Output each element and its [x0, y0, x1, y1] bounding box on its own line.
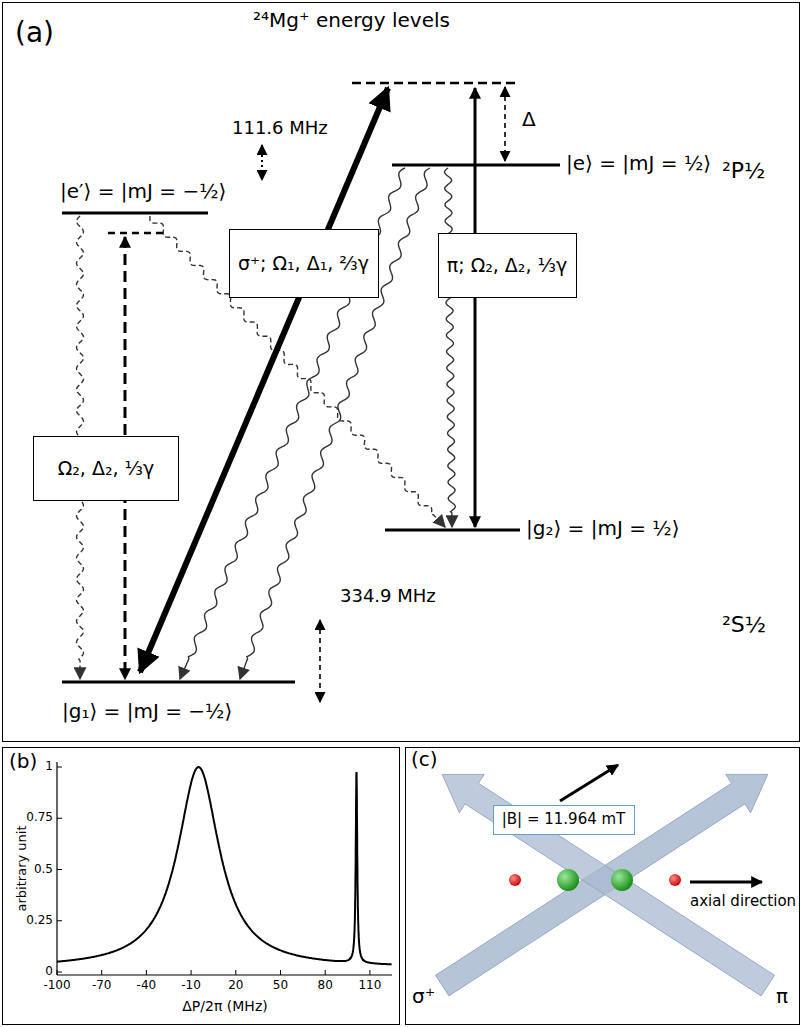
manifold-label: ²P½ [722, 158, 765, 183]
x-tick [325, 970, 326, 975]
x-tick [101, 970, 102, 975]
tick-label: -10 [181, 979, 201, 993]
panel-letter: (a) [15, 17, 54, 49]
x-tick [146, 970, 147, 975]
y-tick [57, 818, 62, 819]
beam-label: σ⁺ [412, 985, 435, 1008]
x-tick [235, 970, 236, 975]
level-label: |e′⟩ = |mJ = −½⟩ [60, 180, 226, 203]
y-tick [57, 767, 62, 768]
panel-title: ²⁴Mg⁺ energy levels [253, 9, 450, 32]
virtual-level [352, 82, 518, 85]
pi-transition [474, 88, 477, 527]
label-box: |B| = 11.964 mT [493, 805, 635, 835]
level-line [62, 212, 208, 215]
tick-label: 0.25 [26, 914, 53, 928]
box-text: Ω₂, Δ₂, ⅓γ [58, 458, 155, 480]
virtual-level [108, 232, 165, 235]
label-box: σ⁺; Ω₁, Δ₁, ⅔γ [229, 229, 379, 298]
panel-letter: (c) [411, 748, 438, 771]
tick-label: -100 [43, 979, 70, 993]
ion-red [669, 874, 681, 886]
label-box: Ω₂, Δ₂, ⅓γ [33, 436, 179, 501]
box-text: |B| = 11.964 mT [502, 811, 626, 828]
tick-label: 0.5 [34, 863, 53, 877]
tick-label: -70 [92, 979, 112, 993]
sigma-transition [140, 88, 388, 672]
laser-beams [436, 774, 775, 995]
ion-green [557, 869, 579, 891]
y-tick [57, 920, 62, 921]
tick-label: -40 [137, 979, 157, 993]
panel-frame: (c) |B| = 11.964 mT [405, 747, 800, 1025]
tick-label: 0 [45, 965, 53, 979]
x-axis [57, 974, 392, 975]
field-arrow [560, 765, 618, 801]
detuning-arrow [504, 87, 506, 161]
splitting-label: 334.9 MHz [340, 586, 436, 607]
x-tick [191, 970, 192, 975]
decay-wave [150, 216, 445, 527]
tick-label: 110 [358, 979, 381, 993]
level-label: |g₁⟩ = |mJ = −½⟩ [62, 700, 232, 723]
label-box: π; Ω₂, Δ₂, ⅓γ [438, 233, 577, 298]
y-axis [56, 762, 57, 975]
axis-ticks [57, 767, 370, 975]
tick-label: 80 [318, 979, 333, 993]
level-line [385, 529, 520, 532]
panel-frame: (a) ²⁴Mg⁺ energy levels σ⁺; Ω₁, Δ₁, ⅔γ π; Ω… [2, 2, 800, 742]
decay-wave [445, 168, 456, 527]
level-label: |g₂⟩ = |mJ = ½⟩ [526, 517, 680, 540]
axial-arrow [690, 881, 762, 884]
axis-title: ΔP/2π (MHz) [182, 998, 267, 1014]
tick-label: 1 [45, 760, 53, 774]
level-label: |e⟩ = |mJ = ½⟩ [566, 152, 711, 175]
tick-label: 0.75 [26, 811, 53, 825]
box-text: σ⁺; Ω₁, Δ₁, ⅔γ [238, 253, 369, 275]
axis-title: arbitrary unit [15, 825, 30, 911]
tick-label: 20 [228, 979, 243, 993]
box-text: π; Ω₂, Δ₂, ⅓γ [447, 255, 567, 277]
panel-letter: (b) [9, 750, 37, 773]
splitting-arrow [319, 620, 321, 702]
spectrum-curve [57, 767, 392, 964]
pi-beam [442, 774, 774, 995]
x-tick [280, 970, 281, 975]
detuning-label: Δ [522, 108, 536, 131]
level-line [62, 681, 295, 684]
direction-label: axial direction [690, 893, 796, 910]
y-tick [57, 972, 62, 973]
y-tick [57, 869, 62, 870]
splitting-arrow [261, 145, 263, 180]
splitting-label: 111.6 MHz [232, 118, 328, 139]
ion-green [611, 869, 633, 891]
ion-red [509, 874, 521, 886]
tick-label: 50 [273, 979, 288, 993]
x-tick [369, 970, 370, 975]
manifold-label: ²S½ [722, 612, 766, 637]
beam-label: π [776, 985, 788, 1008]
decay-waves [77, 168, 456, 679]
